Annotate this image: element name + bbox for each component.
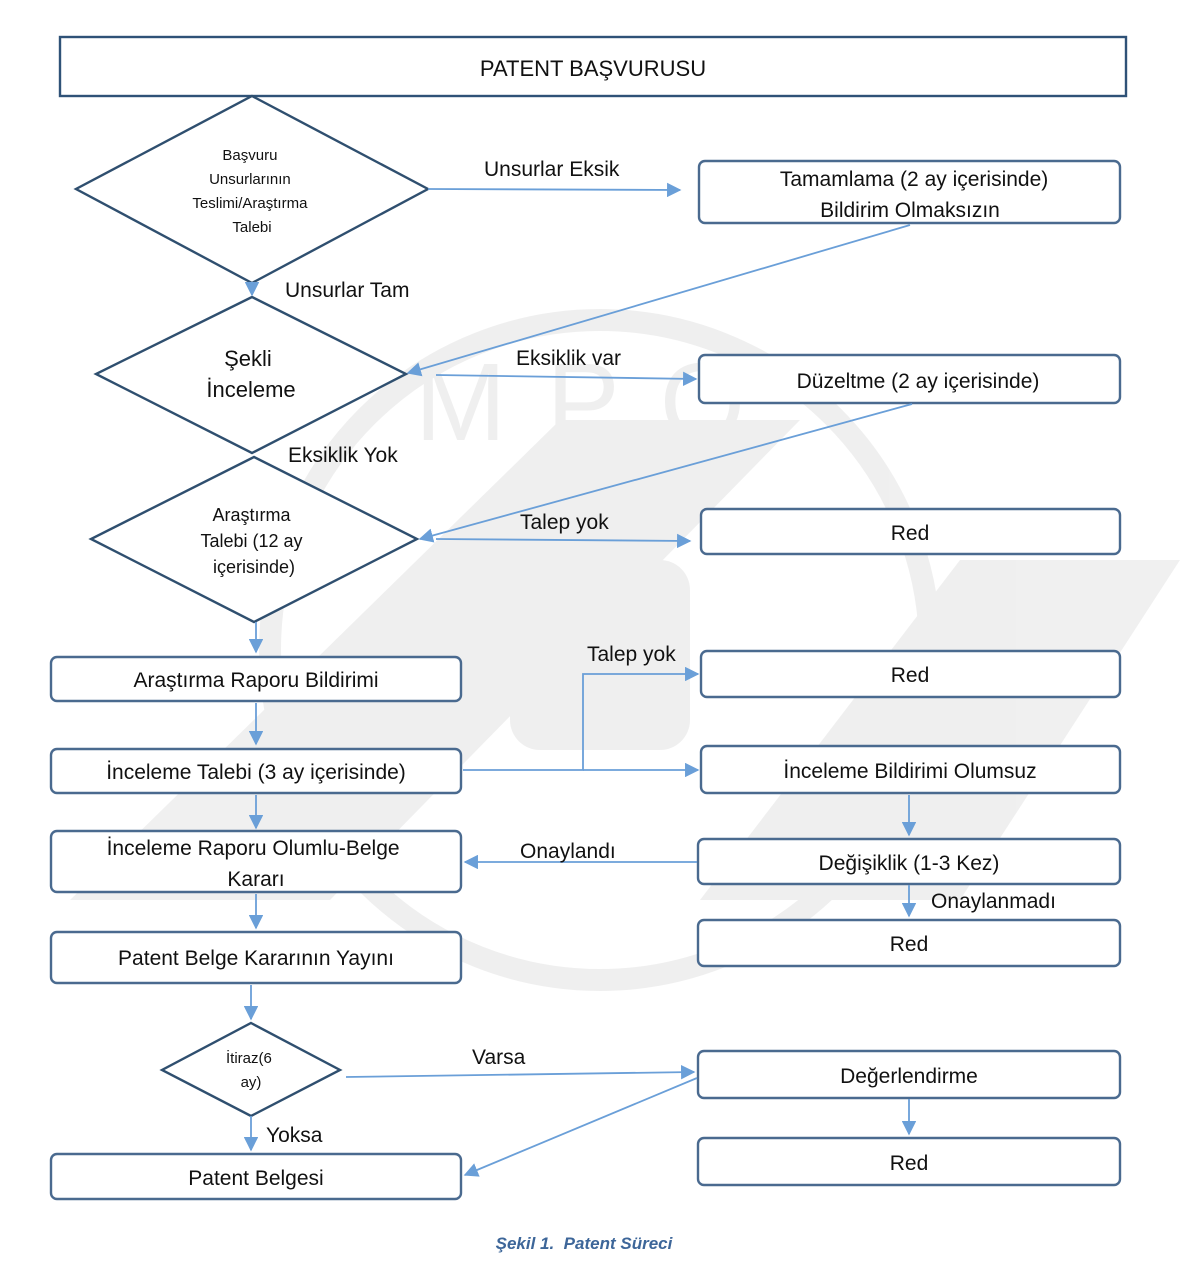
figure-caption: Şekil 1. Patent Süreci <box>496 1234 674 1253</box>
label-no-request-1: Talep yok <box>520 511 609 534</box>
label-if-exists: Varsa <box>472 1046 526 1069</box>
box-exam-request-label: İnceleme Talebi (3 ay içerisinde) <box>106 761 406 784</box>
arrow-evaluation-to-certificate <box>465 1078 697 1175</box>
box-exam-negative-label: İnceleme Bildirimi Olumsuz <box>783 760 1036 783</box>
box-completion-line: Bildirim Olmaksızın <box>820 199 1000 222</box>
box-exam-positive-line: Kararı <box>227 868 284 891</box>
decision-formal-exam-line: İnceleme <box>206 377 295 402</box>
decision-submission-line: Başvuru <box>222 147 277 164</box>
label-no-deficiency: Eksiklik Yok <box>288 444 398 467</box>
decision-search-request-label: Araştırma Talebi (12 ay içerisinde) <box>200 505 307 577</box>
decision-formal-exam-line: Şekli <box>224 346 272 371</box>
decision-search-request-line: Araştırma <box>212 505 291 525</box>
label-deficiency-present: Eksiklik var <box>516 347 621 370</box>
arrow-d4-to-evaluation <box>346 1072 694 1077</box>
box-search-report-label: Araştırma Raporu Bildirimi <box>133 669 378 692</box>
decision-search-request-line: içerisinde) <box>213 557 295 577</box>
decision-objection <box>162 1023 340 1116</box>
label-not-approved: Onaylanmadı <box>931 890 1056 913</box>
label-no-request-2: Talep yok <box>587 643 676 666</box>
decision-submission-line: Teslimi/Araştırma <box>192 195 308 212</box>
decision-objection-line: ay) <box>241 1074 262 1091</box>
decision-submission-line: Unsurlarının <box>209 171 291 188</box>
label-if-not: Yoksa <box>266 1124 323 1147</box>
decision-submission <box>76 96 428 283</box>
page-title: PATENT BAŞVURUSU <box>480 56 706 81</box>
box-correction-label: Düzeltme (2 ay içerisinde) <box>797 370 1040 393</box>
decision-objection-line: İtiraz(6 <box>226 1049 272 1067</box>
box-amendment-label: Değişiklik (1-3 Kez) <box>819 852 1000 875</box>
box-publication-label: Patent Belge Kararının Yayını <box>118 947 394 970</box>
box-reject-1-label: Red <box>891 522 930 545</box>
box-exam-positive-line: İnceleme Raporu Olumlu-Belge <box>107 837 400 860</box>
label-approved: Onaylandı <box>520 840 616 863</box>
box-completion-line: Tamamlama (2 ay içerisinde) <box>780 168 1048 191</box>
box-reject-2-label: Red <box>891 664 930 687</box>
label-missing-elements: Unsurlar Eksik <box>484 158 620 181</box>
decision-submission-line: Talebi <box>232 219 271 236</box>
arrow-d1-to-completion <box>428 189 680 190</box>
label-complete-elements: Unsurlar Tam <box>285 279 409 302</box>
box-evaluation-label: Değerlendirme <box>840 1065 978 1088</box>
decision-search-request-line: Talebi (12 ay <box>200 531 302 551</box>
box-reject-4-label: Red <box>890 1152 929 1175</box>
box-reject-3-label: Red <box>890 933 929 956</box>
box-patent-certificate-label: Patent Belgesi <box>188 1167 323 1190</box>
